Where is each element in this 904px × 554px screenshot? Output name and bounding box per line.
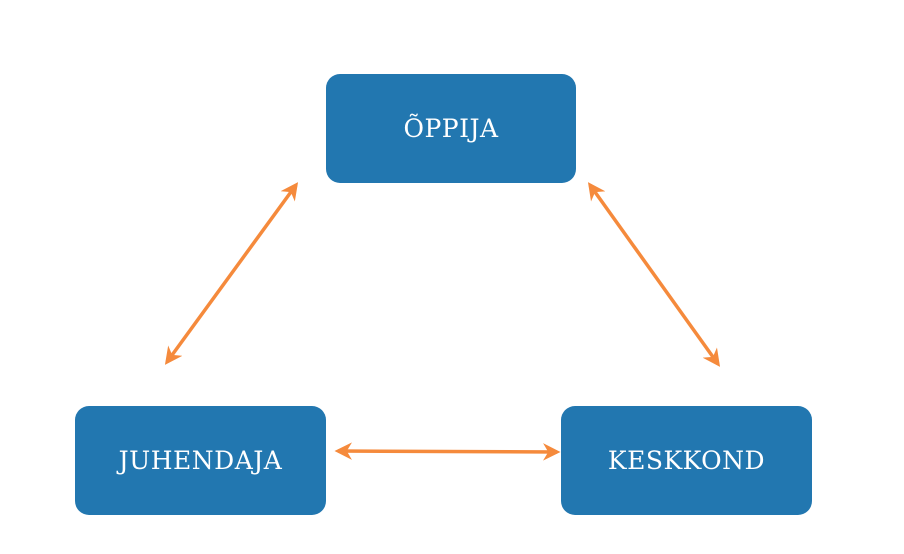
edge-juhendaja-keskkond bbox=[334, 442, 561, 461]
node-keskkond-label: KESKKOND bbox=[607, 446, 766, 475]
node-oppija: ÕPPIJA bbox=[326, 74, 576, 183]
edge-oppija-juhendaja bbox=[164, 182, 299, 365]
node-oppija-label: ÕPPIJA bbox=[403, 114, 499, 143]
edge-oppija-keskkond bbox=[587, 182, 721, 367]
node-juhendaja-label: JUHENDAJA bbox=[118, 446, 283, 475]
node-keskkond: KESKKOND bbox=[561, 406, 812, 515]
node-juhendaja: JUHENDAJA bbox=[75, 406, 326, 515]
